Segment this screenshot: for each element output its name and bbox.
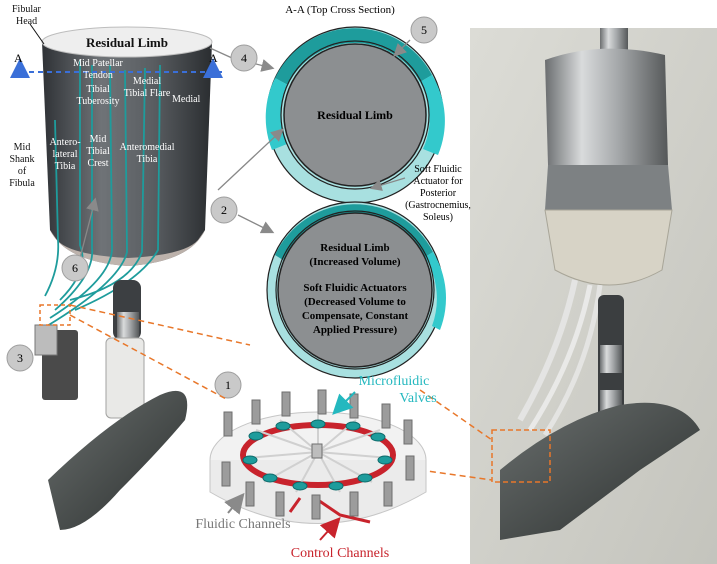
valves-arrow (332, 391, 356, 415)
prosthesis-photo (470, 28, 717, 564)
socket-render (34, 26, 213, 530)
mid-shank-fibula-line-2: Shank (10, 154, 35, 165)
actuator-note-line-3: Posterior (420, 188, 457, 199)
bottom-line-6: Compensate, Constant (302, 310, 409, 322)
bottom-line-7: Applied Pressure) (313, 324, 398, 336)
bottom-line-2: (Increased Volume) (309, 256, 400, 268)
callout-2: 2 (221, 203, 227, 217)
actuator-note-line-1: Soft Fluidic (414, 164, 462, 175)
actuator-note-line-4: (Gastrocnemius, (405, 200, 471, 211)
bottom-line-5: (Decreased Volume to (304, 296, 406, 308)
bottom-line-4: Soft Fluidic Actuators (303, 282, 407, 294)
callout-5-circle (410, 16, 438, 44)
fibular-head-leader (29, 23, 45, 45)
actuator-note: Soft Fluidic Actuator for Posterior (Gas… (405, 164, 471, 223)
residual-limb-title: Residual Limb (86, 35, 168, 50)
valve-detail-box (39, 304, 71, 326)
callout-1-circle (214, 371, 242, 399)
anterolateral-line-2: lateral (53, 149, 78, 160)
callout-2-circle (210, 196, 238, 224)
mid-tibial-crest-line-2: Tibial (86, 146, 110, 157)
detail-leaders (69, 304, 493, 481)
mid-shank-fibula-line-1: Mid (14, 142, 31, 153)
cross-section-top: Residual Limb (265, 26, 445, 204)
prosthetic-foot (48, 390, 188, 530)
medial-tibial-flare-line-2: Tibial Flare (124, 88, 171, 99)
microfluidic-valves-line-2: Valves (399, 391, 436, 406)
bottom-line-1: Residual Limb (320, 242, 389, 254)
cross-section-bottom: Residual Limb (Increased Volume) Soft Fl… (266, 201, 447, 379)
mid-tibial-crest-line-1: Mid (90, 134, 107, 145)
actuator-anterior (275, 28, 432, 85)
medial-label: Medial (172, 94, 201, 105)
callout-2-arrow-bottom (237, 214, 275, 234)
callout-6: 6 (72, 261, 78, 275)
section-title: A-A (Top Cross Section) (285, 4, 395, 16)
fluidic-channels-arrow (224, 492, 245, 515)
mid-tibial-crest-line-3: Crest (87, 158, 108, 169)
tibial-tuberosity-line-1: Tibial (86, 84, 110, 95)
ports (221, 389, 415, 520)
actuator-note-leader (369, 177, 406, 191)
callout-4-arrow-back (209, 47, 233, 59)
anteromedial-line-2: Tibia (137, 154, 158, 165)
actuator-note-line-5: Soleus) (423, 212, 453, 223)
actuator-note-line-2: Actuator for (413, 176, 463, 187)
section-marker-left: A (14, 51, 23, 65)
top-center-label: Residual Limb (317, 108, 393, 122)
callout-4-circle (230, 44, 258, 72)
callout-5-arrow (393, 39, 411, 57)
mid-shank-fibula-line-4: Fibula (9, 178, 35, 189)
callout-6-arrow (79, 197, 99, 259)
tibial-tuberosity-line-2: Tuberosity (77, 96, 120, 107)
control-channels-label: Control Channels (291, 546, 389, 561)
medial-tibial-flare-line-1: Medial (133, 76, 162, 87)
anteromedial-line-1: Anteromedial (120, 142, 175, 153)
callout-4: 4 (241, 51, 247, 65)
callout-3: 3 (17, 351, 23, 365)
callout-5: 5 (421, 23, 427, 37)
mid-patellar-line-2: Tendon (83, 70, 113, 81)
microfluidic-valves-line-1: Microfluidic (359, 374, 430, 389)
valves (242, 419, 393, 491)
callouts: 1 2 3 4 5 6 (6, 16, 438, 399)
fibular-head-line-2: Head (16, 16, 37, 27)
callout-6-circle (61, 254, 89, 282)
mid-shank-fibula-line-3: of (18, 166, 27, 177)
callout-2-arrow-top (217, 128, 284, 191)
anterolateral-line-1: Antero- (49, 137, 80, 148)
section-marker-right: A (209, 51, 218, 65)
limb-core-bottom (277, 212, 433, 368)
mid-patellar-line-1: Mid Patellar (73, 58, 123, 69)
photo-detail-box (491, 429, 551, 483)
fluidic-channels-label: Fluidic Channels (195, 517, 290, 532)
callout-1: 1 (225, 378, 231, 392)
anterolateral-line-3: Tibia (55, 161, 76, 172)
control-channels-arrow (319, 517, 341, 541)
microfluidic-chip (209, 389, 427, 524)
callout-3-circle (6, 344, 34, 372)
fibular-head-line-1: Fibular (12, 4, 42, 15)
limb-core-top (283, 43, 427, 187)
